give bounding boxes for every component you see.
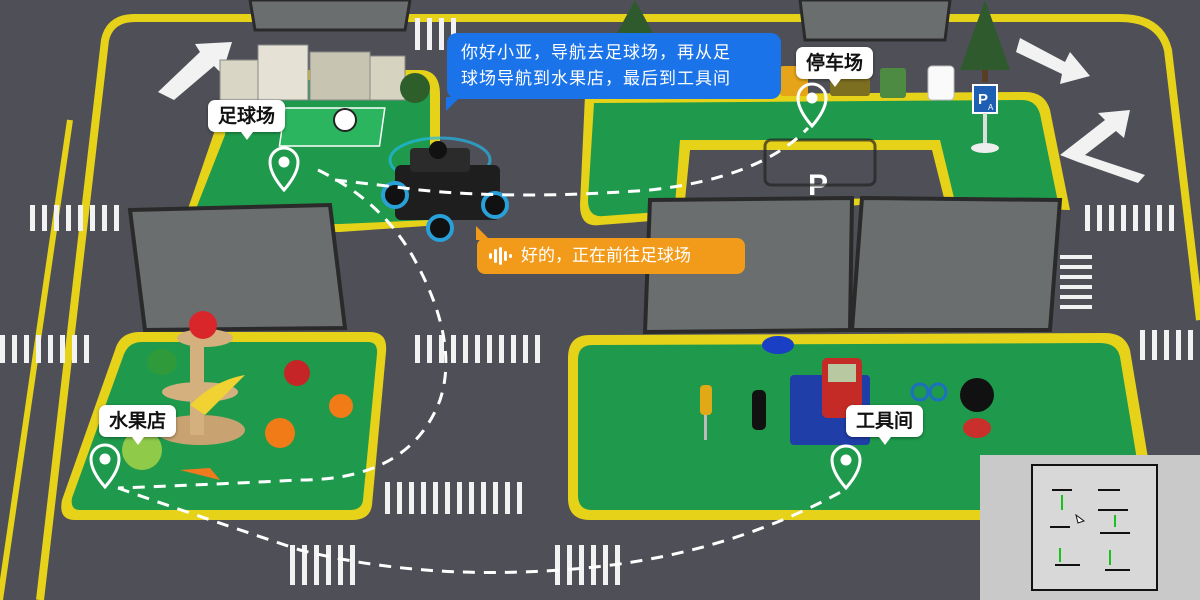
parking-zone: P: [580, 92, 1070, 226]
road-arrow-right: [1016, 38, 1090, 84]
occupancy-minimap: [980, 455, 1200, 600]
label-football-field: 足球场: [208, 100, 286, 140]
svg-text:A: A: [988, 103, 994, 112]
robot-reply-text: 好的，正在前往足球场: [521, 246, 691, 266]
user-command-bubble: 你好小亚，导航去足球场，再从足 球场导航到水果店，最后到工具间: [446, 33, 781, 111]
parking-sign: P A: [971, 84, 999, 153]
football: [333, 108, 357, 132]
user-command-line-1: 你好小亚，导航去足球场，再从足: [461, 43, 731, 63]
location-pin-icon: [89, 82, 862, 491]
buildings: [219, 44, 430, 103]
robot-reply-bubble: 好的，正在前往足球场: [476, 226, 745, 274]
minimap-drawing: [1031, 464, 1158, 591]
label-parking-lot: 停车场: [796, 47, 874, 87]
road-arrow-left: [158, 42, 232, 100]
partition-panels: [127, 0, 1063, 335]
voice-wave-icon: [489, 247, 515, 265]
label-tool-room: 工具间: [846, 405, 924, 445]
road-arrow-turn: [1060, 110, 1145, 183]
svg-text:P: P: [978, 91, 988, 108]
blue-marker: [762, 336, 794, 354]
label-fruit-shop: 水果店: [99, 405, 177, 445]
user-command-line-2: 球场导航到水果店，最后到工具间: [461, 69, 731, 89]
